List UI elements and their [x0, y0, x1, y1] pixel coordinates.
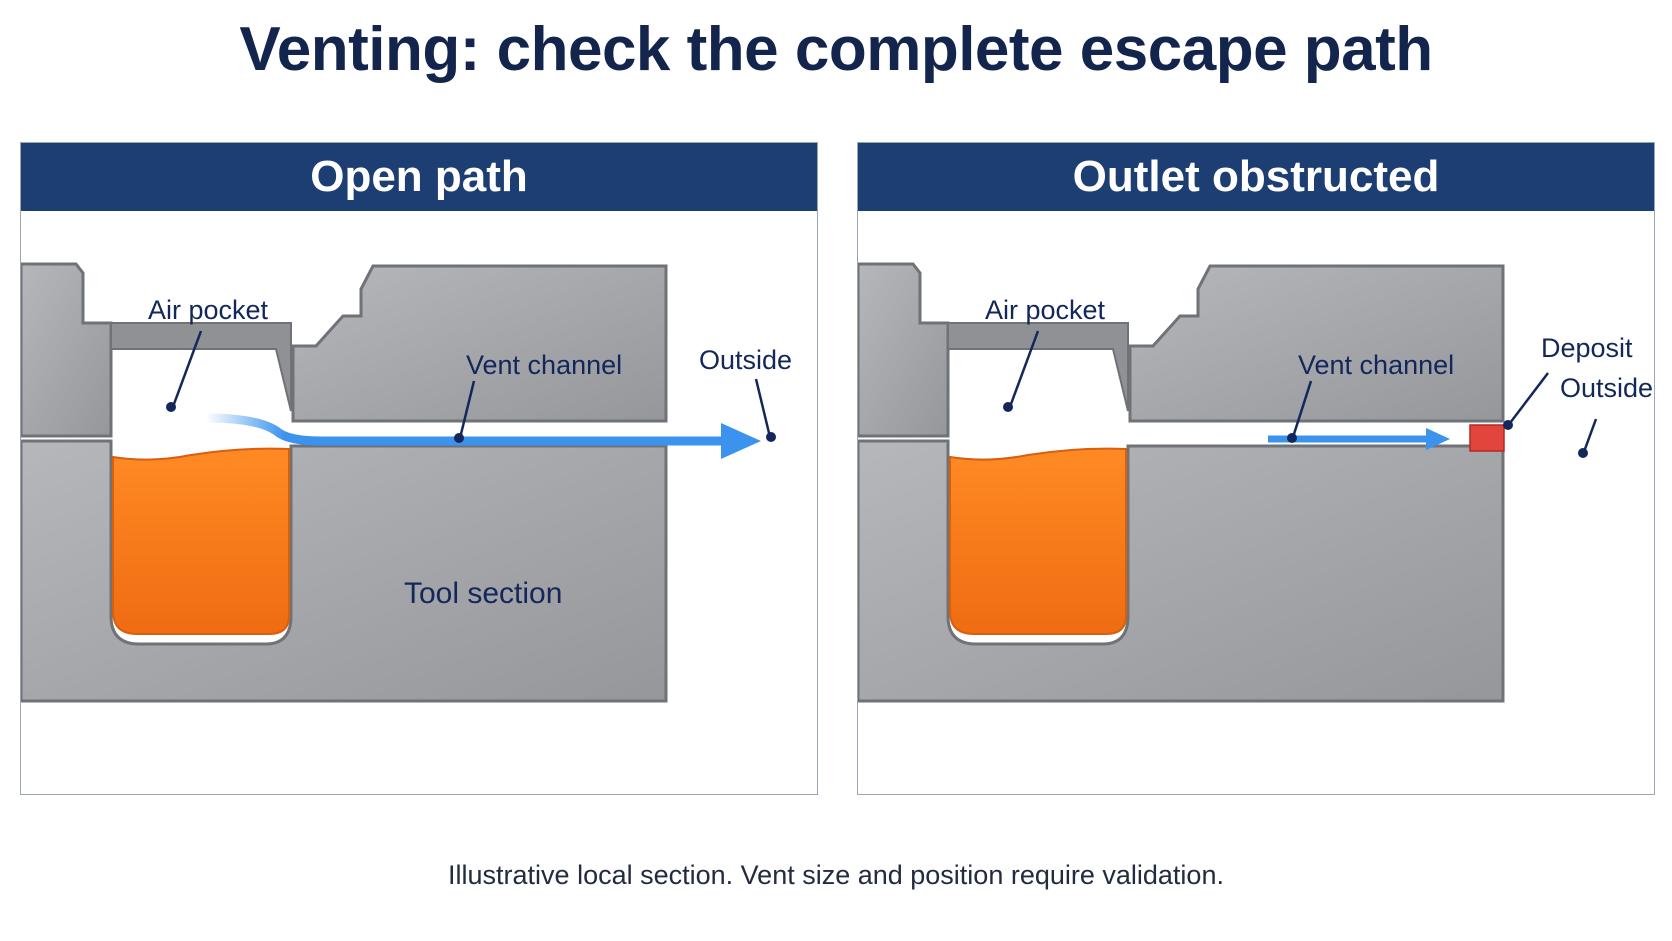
vent-channel-label: Vent channel [466, 350, 622, 380]
tool-section-label: Tool section [404, 577, 562, 610]
tool-block-right-upper [1128, 264, 1505, 423]
cavity-roof [947, 322, 1129, 412]
section-diagram-obstructed: Air pocket Vent channel Deposit Outside [858, 262, 1653, 703]
outside-label: Outside [699, 345, 792, 375]
air-pocket-label: Air pocket [985, 295, 1106, 325]
deposit-block [1469, 424, 1505, 452]
tool-block-left-upper [21, 262, 113, 438]
deposit-label: Deposit [1541, 333, 1633, 363]
footnote: Illustrative local section. Vent size an… [448, 860, 1224, 890]
vent-channel-label: Vent channel [1298, 350, 1454, 380]
panel-heading: Open path [21, 143, 817, 211]
section-diagram-open: Air pocket Vent channel Outside Tool sec… [21, 262, 792, 703]
page-title: Venting: check the complete escape path [239, 15, 1433, 84]
panel-outlet-obstructed: Outlet obstructed Air pocket [857, 142, 1655, 795]
melt-fill [112, 447, 290, 635]
air-pocket-region [113, 354, 289, 451]
melt-fill [949, 447, 1127, 635]
vent-arrowhead [1426, 428, 1450, 450]
cavity-roof [110, 322, 292, 412]
vent-arrowhead [721, 423, 761, 459]
tool-block-left-lower [858, 439, 1505, 703]
air-pocket-region [950, 354, 1126, 451]
tool-block-right-upper [291, 264, 668, 423]
outside-label: Outside [1560, 373, 1653, 403]
tool-block-left-lower [21, 439, 668, 703]
panel-open-path: Open path [20, 142, 818, 795]
panel-heading: Outlet obstructed [858, 143, 1654, 211]
vent-flow-arrow [201, 413, 736, 446]
air-pocket-label: Air pocket [148, 295, 269, 325]
tool-block-left-upper [858, 262, 950, 438]
